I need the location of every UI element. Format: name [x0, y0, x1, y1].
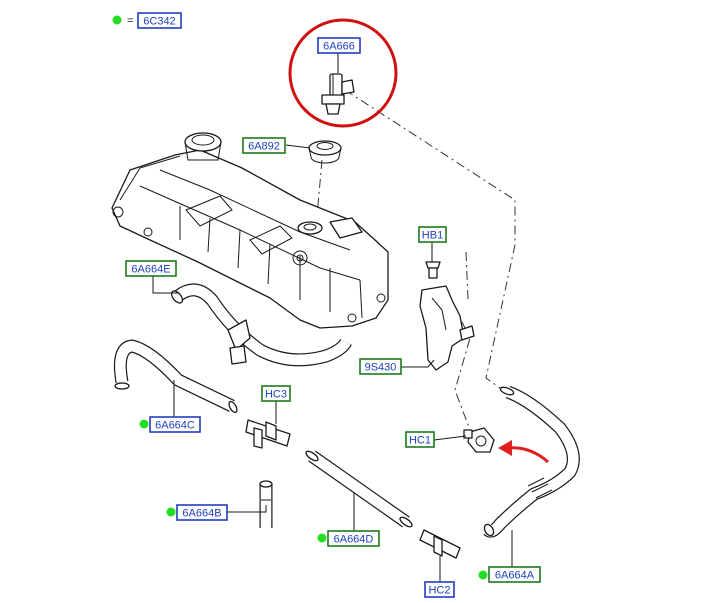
callout-label: 6A664D [334, 534, 374, 546]
callout-label: HC2 [428, 585, 450, 597]
callout-HC3[interactable]: HC3 [261, 385, 291, 402]
legend-equals: = [127, 15, 133, 27]
callout-6A664C[interactable]: 6A664C [149, 416, 201, 433]
callout-label: 6A664E [131, 264, 170, 276]
highlight-circle [288, 18, 398, 128]
callout-label: HB1 [422, 230, 443, 242]
hose-6A664B [259, 480, 273, 528]
legend-dot [112, 15, 122, 25]
hose-6A664D [305, 450, 413, 528]
callout-label: 6A664A [495, 570, 535, 582]
callout-dot-6A664C [139, 419, 149, 429]
callout-HC2[interactable]: HC2 [424, 581, 455, 598]
callout-6A892[interactable]: 6A892 [242, 137, 286, 154]
callout-6A664E[interactable]: 6A664E [125, 260, 177, 277]
callout-dot-6A664D [317, 533, 327, 543]
callout-label: 6A664B [182, 508, 221, 520]
connector-HC3 [245, 419, 291, 449]
legend-label-box[interactable]: 6C342 [137, 12, 182, 29]
pcv-valve-6A666 [321, 73, 355, 115]
callout-dot-6A664B [166, 507, 176, 517]
red-arrowhead [498, 440, 512, 456]
callout-label: 6A666 [323, 41, 355, 53]
callout-6A664B[interactable]: 6A664B [176, 504, 228, 521]
callout-label: 6A664C [155, 420, 195, 432]
callout-label: HC3 [265, 389, 287, 401]
red-arrow [507, 446, 549, 464]
connector-HC2 [419, 529, 461, 559]
callout-6A664A[interactable]: 6A664A [488, 566, 541, 583]
valve-cover [111, 132, 389, 329]
bolt-HB1 [425, 261, 441, 279]
callout-6A664D[interactable]: 6A664D [327, 530, 380, 547]
clip-HC1 [463, 427, 495, 453]
bracket-9S430 [419, 285, 475, 371]
callout-HC1[interactable]: HC1 [405, 431, 435, 448]
callout-9S430[interactable]: 9S430 [359, 358, 402, 375]
callout-dot-6A664A [478, 570, 488, 580]
legend-label: 6C342 [143, 16, 175, 28]
hose-6A664E [170, 283, 352, 367]
callout-6A666[interactable]: 6A666 [317, 37, 361, 54]
callout-label: 9S430 [365, 362, 397, 374]
leader-lines [152, 52, 513, 583]
grommet-6A892 [308, 140, 342, 164]
hose-6A664A [483, 385, 580, 538]
hose-6A664C [113, 339, 238, 414]
callout-label: 6A892 [248, 141, 280, 153]
callout-HB1[interactable]: HB1 [418, 226, 447, 243]
callout-label: HC1 [409, 435, 431, 447]
